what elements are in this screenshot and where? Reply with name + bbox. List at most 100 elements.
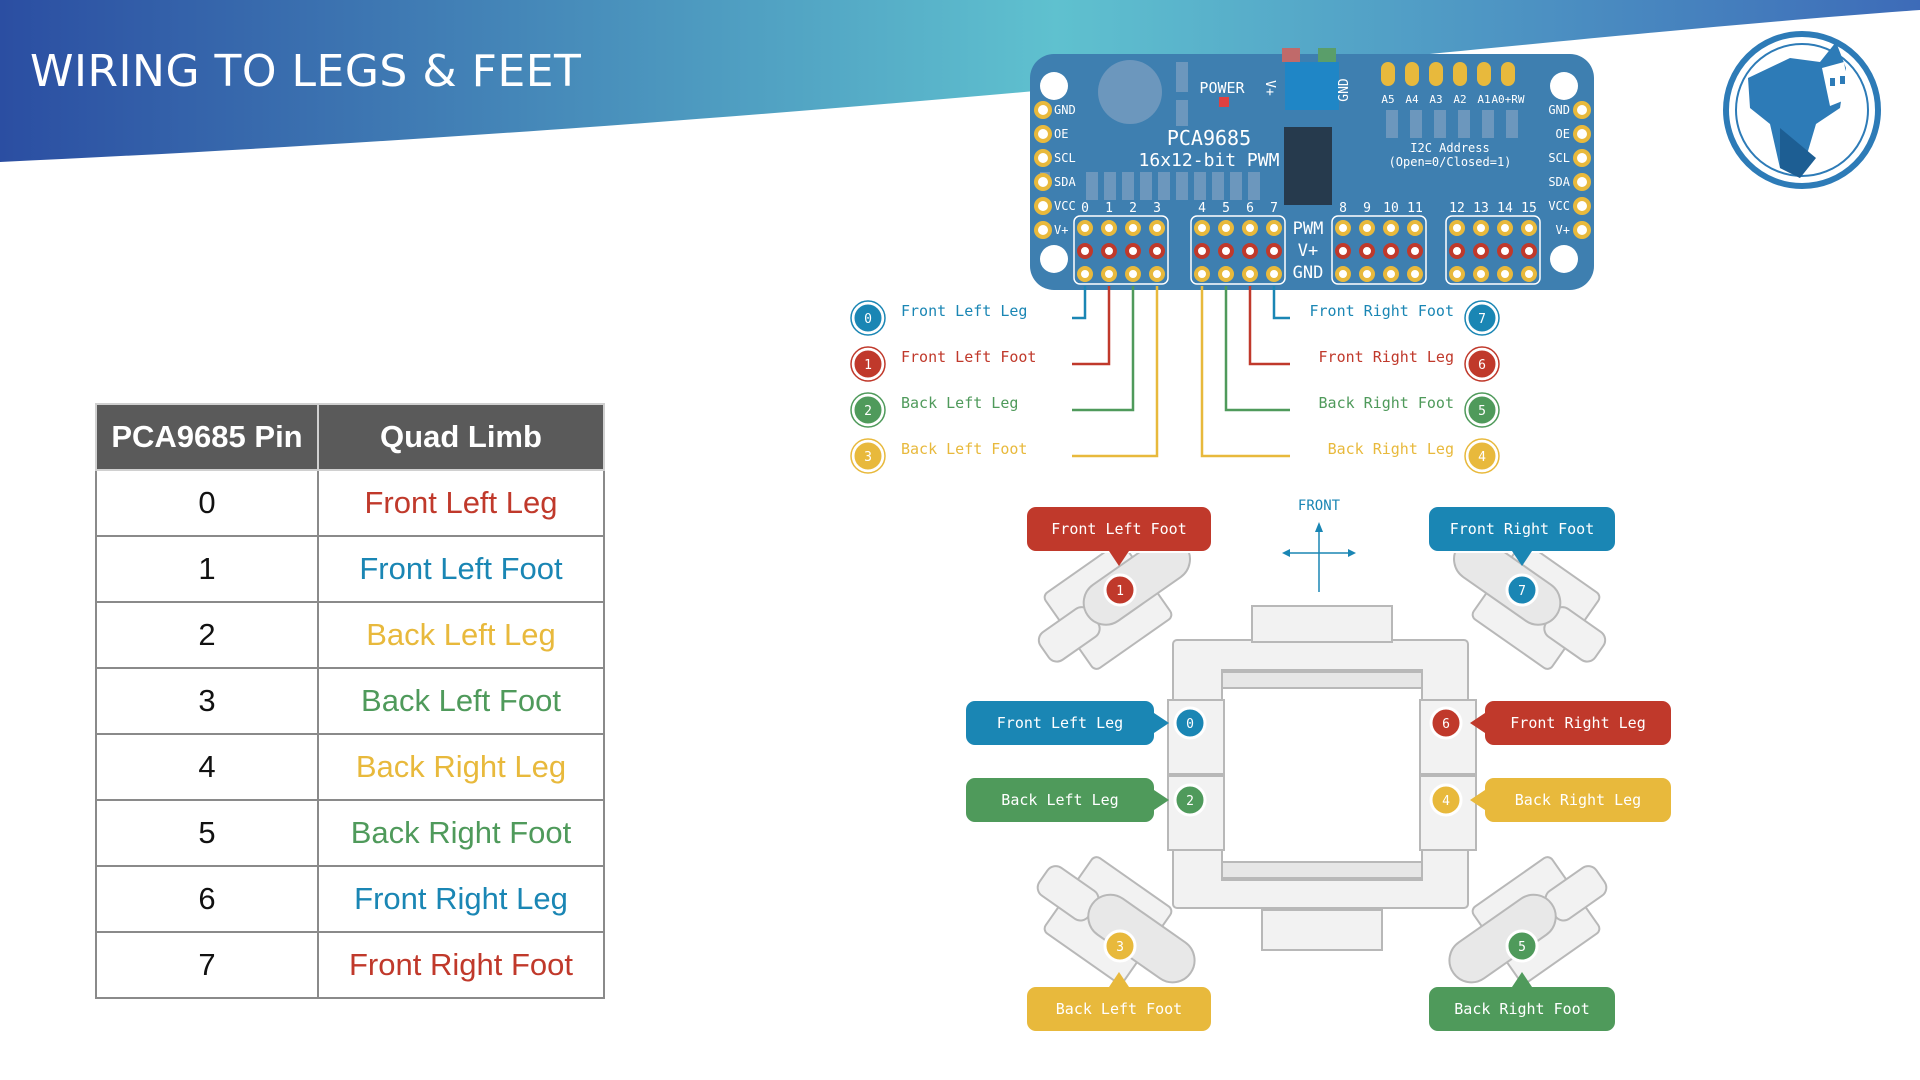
side-pin-label: SCL [1548, 151, 1570, 165]
vplus-pin [1194, 243, 1210, 259]
callout-label: Back Left Leg [1001, 791, 1118, 809]
callout-number: 3 [1116, 940, 1124, 955]
gnd-pin [1497, 266, 1513, 282]
callout-number: 5 [1518, 940, 1526, 955]
channel-number: 3 [1153, 201, 1161, 216]
pin-cell: 7 [95, 931, 319, 999]
power-led [1219, 97, 1229, 107]
side-pin-label: GND [1548, 103, 1570, 117]
gnd-pin [1473, 266, 1489, 282]
wiring-number: 3 [864, 450, 872, 465]
vplus-pin [1383, 243, 1399, 259]
vplus-pin [1125, 243, 1141, 259]
pwm-pin [1383, 220, 1399, 236]
callout-number-badge [1429, 783, 1463, 817]
pin-cell: 2 [95, 601, 319, 669]
channel-number: 6 [1246, 201, 1254, 216]
wiring-label-left: 2 Back Left Leg [850, 392, 1018, 428]
limb-cell: Front Left Foot [317, 535, 605, 603]
wiring-label: Front Left Leg [901, 302, 1027, 320]
side-pin-label: GND [1054, 103, 1076, 117]
gnd-pin [1149, 266, 1165, 282]
gnd-label: GND [1337, 78, 1352, 102]
gnd-pin [1242, 266, 1258, 282]
quad-robot-chassis [1036, 536, 1608, 984]
limb-cell: Front Right Foot [317, 931, 605, 999]
channel-number: 11 [1407, 201, 1423, 216]
wiring-label: Front Right Foot [1310, 302, 1455, 320]
pca9685-chip [1284, 127, 1332, 205]
pin-cell: 4 [95, 733, 319, 801]
channel-number: 9 [1363, 201, 1371, 216]
gnd-pin [1125, 266, 1141, 282]
vplus-pin [1218, 243, 1234, 259]
wiring-label: Front Left Foot [901, 348, 1036, 366]
vplus-pin [1077, 243, 1093, 259]
callout-number-badge [1173, 783, 1207, 817]
robot-callout: Back Left Foot 3 [1025, 929, 1213, 1033]
callout-number-badge [1429, 706, 1463, 740]
pin-cell: 3 [95, 667, 319, 735]
gnd-pin [1335, 266, 1351, 282]
column-header-limb: Quad Limb [317, 403, 605, 471]
title-banner [0, 0, 1920, 162]
limb-cell: Back Right Leg [317, 733, 605, 801]
pwm-pin [1407, 220, 1423, 236]
callout-number-badge [1103, 573, 1137, 607]
page-title: WIRING TO LEGS & FEET [30, 46, 582, 97]
address-label: A4 [1405, 93, 1419, 106]
side-pin-label: V+ [1054, 223, 1068, 237]
vplus-pin [1497, 243, 1513, 259]
i2c-note: (Open=0/Closed=1) [1389, 155, 1512, 169]
mount-hole [1550, 245, 1578, 273]
side-pin [1573, 197, 1591, 215]
side-pin-label: SCL [1054, 151, 1076, 165]
side-pin [1573, 125, 1591, 143]
pwm-pin [1125, 220, 1141, 236]
callout-label: Front Left Foot [1051, 520, 1186, 538]
gnd-pin [1194, 266, 1210, 282]
wiring-label: Back Right Foot [1319, 394, 1454, 412]
wiring-number: 2 [864, 404, 872, 419]
gnd-pin [1449, 266, 1465, 282]
callout-number-badge [1505, 929, 1539, 963]
gnd-pin [1407, 266, 1423, 282]
pwm-gnd-label: GND [1293, 263, 1324, 283]
wiring-label: Back Left Leg [901, 394, 1018, 412]
channel-number: 12 [1449, 201, 1465, 216]
wiring-number: 7 [1478, 312, 1486, 327]
pwm-label: PWM [1293, 219, 1324, 239]
front-direction-indicator [1282, 522, 1356, 592]
callout-number: 1 [1116, 584, 1124, 599]
vplus-pin [1407, 243, 1423, 259]
pwm-pin [1242, 220, 1258, 236]
side-pin-label: V+ [1556, 223, 1570, 237]
address-label: A0+RW [1491, 93, 1524, 106]
pwm-pin [1101, 220, 1117, 236]
gnd-pin [1218, 266, 1234, 282]
channel-number: 15 [1521, 201, 1537, 216]
side-pin [1573, 173, 1591, 191]
i2c-label: I2C Address [1410, 141, 1489, 155]
side-pin [1034, 197, 1052, 215]
pwm-pin [1449, 220, 1465, 236]
callout-number: 0 [1186, 717, 1194, 732]
vplus-pin [1473, 243, 1489, 259]
callout-label: Back Left Foot [1056, 1000, 1182, 1018]
channel-number: 14 [1497, 201, 1513, 216]
robot-logo-icon [1723, 31, 1881, 189]
robot-callout: Front Left Foot 1 [1025, 505, 1213, 607]
limb-cell: Front Right Leg [317, 865, 605, 933]
pwm-pin [1077, 220, 1093, 236]
vplus-pin [1521, 243, 1537, 259]
